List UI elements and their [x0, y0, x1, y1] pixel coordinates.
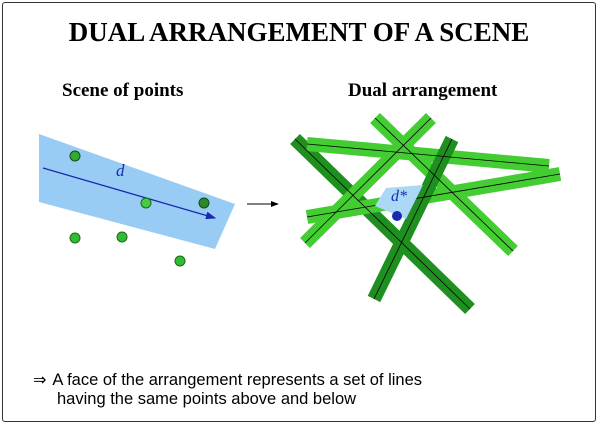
- scene-point: [69, 150, 81, 162]
- dual-face-label: d*: [391, 188, 407, 205]
- dual-arrangement: [290, 112, 562, 315]
- scene-of-points-heading: Scene of points: [62, 80, 184, 101]
- slide: DUAL ARRANGEMENT OF A SCENE Scene of poi…: [2, 2, 596, 422]
- scene-point: [174, 255, 186, 267]
- dual-face-region: [375, 185, 423, 219]
- dual-point: [392, 211, 402, 221]
- slide-title: DUAL ARRANGEMENT OF A SCENE: [68, 17, 530, 47]
- scene-point: [140, 197, 152, 209]
- caption-line-1: A face of the arrangement represents a s…: [52, 371, 423, 389]
- scene-point: [198, 197, 210, 209]
- caption: ⇒ A face of the arrangement represents a …: [33, 370, 422, 409]
- implies-icon: ⇒: [33, 370, 47, 389]
- scene-point: [116, 231, 128, 243]
- line-d: [42, 167, 217, 220]
- line-wedge-region: [39, 134, 235, 249]
- dual-arrangement-heading: Dual arrangement: [348, 80, 498, 101]
- line-d-label: d: [116, 161, 125, 180]
- diagram-canvas: d d*: [39, 112, 562, 315]
- scene-point: [69, 232, 81, 244]
- caption-line-2: having the same points above and below: [57, 390, 357, 408]
